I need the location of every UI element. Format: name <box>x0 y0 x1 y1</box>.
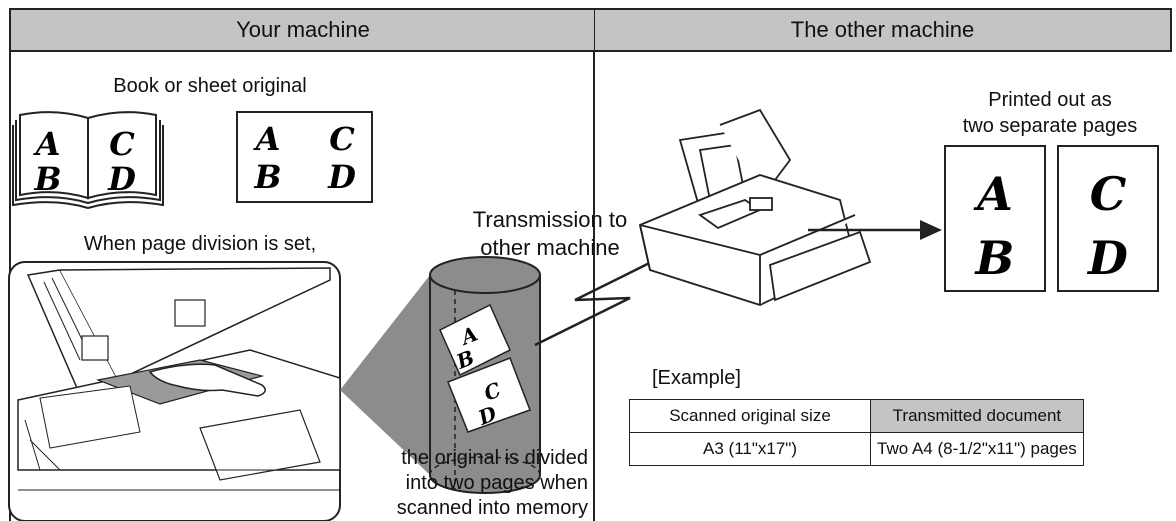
column-header-other-machine: The other machine <box>594 8 1172 52</box>
transmission-arrow <box>534 226 721 347</box>
divided-caption-line2: into two pages when <box>405 472 588 494</box>
printed-letter-b: B <box>974 231 1015 285</box>
table-cell-transmitted: Two A4 (8-1/2"x11") pages <box>870 432 1084 466</box>
copier-scanning-illustration <box>8 261 341 521</box>
book-original-icon <box>12 111 164 210</box>
table-header-transmitted: Transmitted document <box>870 399 1084 433</box>
book-letter-a: A <box>33 125 61 163</box>
transmission-caption-line2: other machine <box>480 235 620 260</box>
sheet-letter-c: C <box>329 120 355 158</box>
divided-caption-line1: the original is divided <box>401 447 588 469</box>
example-table: Scanned original size Transmitted docume… <box>629 399 1084 466</box>
page-division-caption: When page division is set, <box>83 233 317 255</box>
sheet-letter-b: B <box>253 158 281 196</box>
table-row: A3 (11"x17") Two A4 (8-1/2"x11") pages <box>629 432 1084 466</box>
printed-letter-d: D <box>1086 231 1128 285</box>
printed-caption-line2: two separate pages <box>962 115 1138 137</box>
book-letter-b: B <box>33 160 61 198</box>
book-letter-c: C <box>109 125 135 163</box>
fax-machine-illustration <box>638 108 872 306</box>
divided-caption-line3: scanned into memory <box>396 497 588 519</box>
printed-letter-c: C <box>1090 167 1127 221</box>
column-header-your-machine: Your machine <box>9 8 596 52</box>
column-divider <box>593 50 595 521</box>
example-caption: [Example] <box>652 367 741 389</box>
transmission-caption-line1: Transmission to <box>472 207 628 232</box>
original-caption: Book or sheet original <box>113 75 307 97</box>
sheet-letter-d: D <box>327 158 356 196</box>
book-letter-d: D <box>107 160 136 198</box>
table-cell-scanned-size: A3 (11"x17") <box>629 432 871 466</box>
print-arrow-head <box>920 220 942 240</box>
table-header-scanned-size: Scanned original size <box>629 399 871 433</box>
printed-caption-line1: Printed out as <box>988 89 1112 111</box>
sheet-original-icon <box>236 111 373 203</box>
printed-page-2 <box>1057 145 1159 292</box>
printed-page-1 <box>944 145 1046 292</box>
memory-cylinder <box>340 256 541 494</box>
sheet-letter-a: A <box>253 120 281 158</box>
column-header-your-machine-label: Your machine <box>236 17 370 42</box>
printed-letter-a: A <box>973 167 1013 221</box>
table-header-row: Scanned original size Transmitted docume… <box>629 399 1084 433</box>
column-header-other-machine-label: The other machine <box>790 17 975 42</box>
